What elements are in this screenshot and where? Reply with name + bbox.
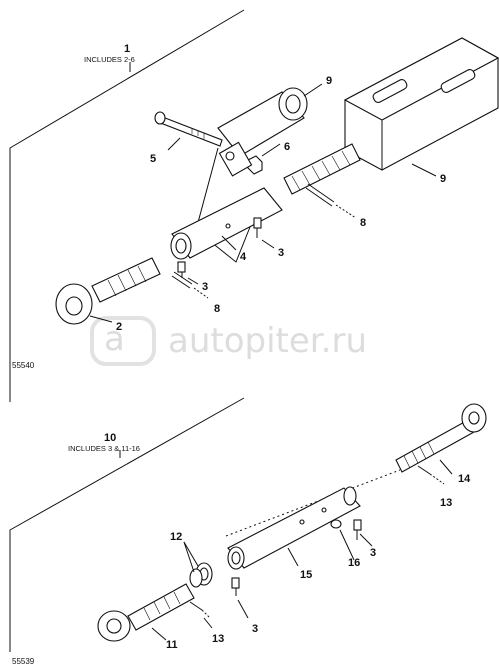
callout-12: 12 bbox=[170, 531, 182, 543]
jam-nut-part-12 bbox=[189, 562, 213, 588]
pin-part-8a bbox=[305, 187, 333, 207]
setscrew-part-3d bbox=[231, 577, 240, 596]
callout-14: 14 bbox=[458, 473, 471, 485]
callout-3-middle: 3 bbox=[202, 281, 208, 293]
rod-end-part-2 bbox=[55, 257, 161, 325]
clevis-bracket-part-9 bbox=[343, 37, 499, 171]
rod-end-part-14 bbox=[395, 403, 487, 473]
callout-4: 4 bbox=[240, 251, 247, 263]
callout-3-lower-right: 3 bbox=[370, 547, 376, 559]
threaded-rod bbox=[283, 143, 361, 195]
bolt-part-5 bbox=[154, 111, 223, 147]
pin-part-13-upper bbox=[417, 465, 431, 475]
plug-part-16 bbox=[330, 519, 342, 529]
svg-text:a: a bbox=[104, 319, 125, 359]
callout-1: 1 bbox=[124, 43, 130, 55]
watermark-text: autopiter.ru bbox=[168, 321, 367, 361]
callout-5: 5 bbox=[150, 153, 156, 165]
callout-3-lower-left: 3 bbox=[252, 623, 258, 635]
callout-15: 15 bbox=[300, 569, 312, 581]
callout-16: 16 bbox=[348, 557, 360, 569]
callout-1-note: INCLUDES 2-6 bbox=[84, 55, 135, 64]
lower-assembly: 10 INCLUDES 3 & 11-16 bbox=[9, 397, 487, 666]
figure-number-upper: 55540 bbox=[12, 361, 35, 370]
callout-3-upper: 3 bbox=[278, 247, 284, 259]
callout-9: 9 bbox=[440, 173, 446, 185]
tube-part-15 bbox=[227, 486, 361, 570]
sleeve-part-7 bbox=[217, 87, 308, 157]
setscrew-part-3a bbox=[253, 217, 262, 238]
nut-part-6 bbox=[247, 155, 263, 175]
setscrew-part-3b bbox=[177, 261, 186, 278]
watermark: a autopiter.ru bbox=[90, 316, 367, 366]
logo-badge-icon bbox=[90, 316, 156, 366]
callout-10-note: INCLUDES 3 & 11-16 bbox=[68, 444, 140, 453]
callout-8-lower: 8 bbox=[214, 303, 220, 315]
tube-part-4 bbox=[170, 187, 283, 260]
rod-end-part-11 bbox=[97, 583, 195, 642]
callout-13-lower: 13 bbox=[212, 633, 224, 645]
callout-7: 9 bbox=[326, 75, 332, 87]
upper-assembly: 1 INCLUDES 2-6 bbox=[9, 9, 499, 402]
pin-part-13-lower bbox=[189, 601, 203, 611]
callout-6: 6 bbox=[284, 141, 290, 153]
callout-13-upper: 13 bbox=[440, 497, 452, 509]
setscrew-part-3c bbox=[353, 519, 362, 540]
callout-2: 2 bbox=[116, 321, 122, 333]
figure-number-lower: 55539 bbox=[12, 657, 35, 666]
callout-11: 11 bbox=[166, 639, 178, 651]
callout-10: 10 bbox=[104, 432, 116, 444]
callout-8-upper: 8 bbox=[360, 217, 366, 229]
pin-part-8b bbox=[171, 275, 191, 289]
